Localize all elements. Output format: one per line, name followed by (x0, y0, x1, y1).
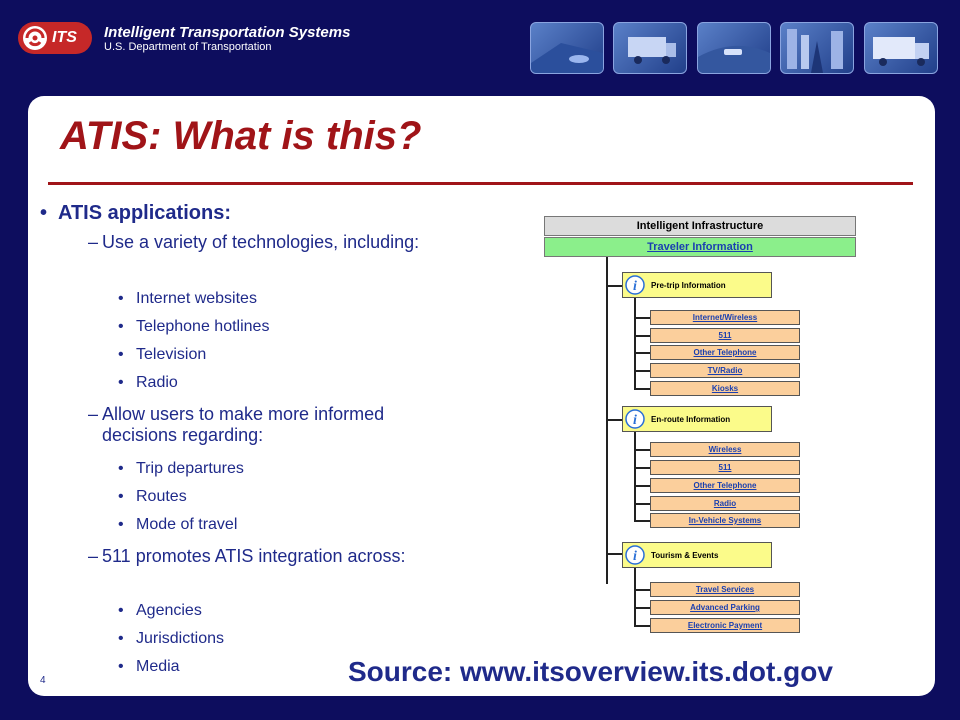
list-item-text: Mode of travel (136, 516, 238, 533)
source-citation: Source: www.itsoverview.its.dot.gov (348, 656, 833, 687)
svg-text:i: i (633, 413, 637, 428)
svg-text:i: i (633, 549, 637, 564)
category-label: Tourism & Events (651, 551, 719, 560)
diagram-item-link[interactable]: Travel Services (650, 582, 800, 597)
list-item-text: Trip departures (136, 460, 244, 477)
list-item: •Radio (118, 374, 178, 391)
diagram-item-link[interactable]: Electronic Payment (650, 618, 800, 633)
diagram-section-header[interactable]: Traveler Information (544, 237, 856, 257)
svg-text:i: i (633, 279, 637, 294)
list-item-text: Agencies (136, 602, 202, 619)
subbullet-integration: – 511 promotes ATIS integration across: (88, 546, 452, 567)
list-item: •Routes (118, 488, 187, 505)
list-item-text: Media (136, 658, 180, 675)
diagram-category-pretrip: i Pre-trip Information (622, 272, 772, 298)
tree-sub-line (634, 432, 636, 522)
list-item: •Trip departures (118, 460, 244, 477)
tree-leaf-line (634, 589, 650, 591)
diagram-item-link[interactable]: TV/Radio (650, 363, 800, 378)
subbullet-text: 511 promotes ATIS integration across: (102, 546, 406, 566)
tree-sub-line (634, 568, 636, 626)
its-swirl-icon (23, 26, 47, 50)
traffic-photo-icon (697, 22, 771, 74)
bullet-dot: • (40, 202, 48, 224)
page-number: 4 (40, 675, 46, 686)
tree-leaf-line (634, 388, 650, 390)
diagram-item-link[interactable]: 511 (650, 460, 800, 475)
tree-sub-line (634, 298, 636, 390)
diagram-item-link[interactable]: Radio (650, 496, 800, 511)
highway-photo-icon (530, 22, 604, 74)
diagram-top-header: Intelligent Infrastructure (544, 216, 856, 236)
list-item: •Internet websites (118, 290, 257, 307)
diagram-item-link[interactable]: Internet/Wireless (650, 310, 800, 325)
dash-marker: – (88, 546, 99, 566)
tree-leaf-line (634, 317, 650, 319)
list-item-text: Television (136, 346, 207, 363)
bullet-main: • ATIS applications: (40, 202, 231, 225)
slide-title: ATIS: What is this? (60, 114, 422, 158)
list-item: •Agencies (118, 602, 202, 619)
list-item-text: Telephone hotlines (136, 318, 270, 335)
diagram-item-link[interactable]: Kiosks (650, 381, 800, 396)
subbullet-text: Allow users to make more informed decisi… (102, 404, 385, 445)
diagram-category-enroute: i En-route Information (622, 406, 772, 432)
its-logo: ITS (18, 22, 92, 54)
header-title: Intelligent Transportation Systems (104, 24, 351, 41)
truck-photo-icon (613, 22, 687, 74)
dash-marker: – (88, 404, 99, 424)
tree-leaf-line (634, 352, 650, 354)
diagram-category-tourism: i Tourism & Events (622, 542, 772, 568)
subbullet-text: Use a variety of technologies, including… (102, 232, 420, 252)
info-icon: i (625, 275, 645, 295)
list-item: •Television (118, 346, 207, 363)
tree-branch-line (606, 419, 622, 421)
tree-branch-line (606, 285, 622, 287)
tree-leaf-line (634, 607, 650, 609)
diagram-item-link[interactable]: Wireless (650, 442, 800, 457)
info-icon: i (625, 409, 645, 429)
list-item-text: Internet websites (136, 290, 257, 307)
dash-marker: – (88, 232, 99, 252)
tree-leaf-line (634, 370, 650, 372)
category-label: Pre-trip Information (651, 281, 726, 290)
tree-leaf-line (634, 335, 650, 337)
list-item: •Mode of travel (118, 516, 238, 533)
category-label: En-route Information (651, 415, 731, 424)
list-item: •Jurisdictions (118, 630, 225, 647)
traveler-info-diagram: Intelligent Infrastructure Traveler Info… (544, 216, 856, 640)
subbullet-technologies: – Use a variety of technologies, includi… (88, 232, 452, 253)
list-item: •Media (118, 658, 180, 675)
diagram-item-link[interactable]: Other Telephone (650, 478, 800, 493)
tree-leaf-line (634, 449, 650, 451)
subbullet-decisions: – Allow users to make more informed deci… (88, 404, 452, 446)
list-item-text: Radio (136, 374, 178, 391)
tree-branch-line (606, 553, 622, 555)
diagram-item-link[interactable]: Advanced Parking (650, 600, 800, 615)
title-divider (48, 182, 913, 185)
bullet-main-text: ATIS applications: (58, 202, 231, 224)
tree-leaf-line (634, 625, 650, 627)
city-street-photo-icon (780, 22, 854, 74)
diagram-item-link[interactable]: In-Vehicle Systems (650, 513, 800, 528)
diagram-item-link[interactable]: 511 (650, 328, 800, 343)
tree-leaf-line (634, 485, 650, 487)
semi-truck-photo-icon (864, 22, 938, 74)
diagram-item-link[interactable]: Other Telephone (650, 345, 800, 360)
tree-leaf-line (634, 503, 650, 505)
list-item-text: Routes (136, 488, 187, 505)
logo-text: ITS (52, 29, 77, 46)
header: ITS Intelligent Transportation Systems U… (0, 0, 960, 90)
tree-leaf-line (634, 467, 650, 469)
list-item-text: Jurisdictions (136, 630, 225, 647)
list-item: •Telephone hotlines (118, 318, 270, 335)
info-icon: i (625, 545, 645, 565)
tree-leaf-line (634, 520, 650, 522)
header-subtitle: U.S. Department of Transportation (104, 41, 272, 53)
